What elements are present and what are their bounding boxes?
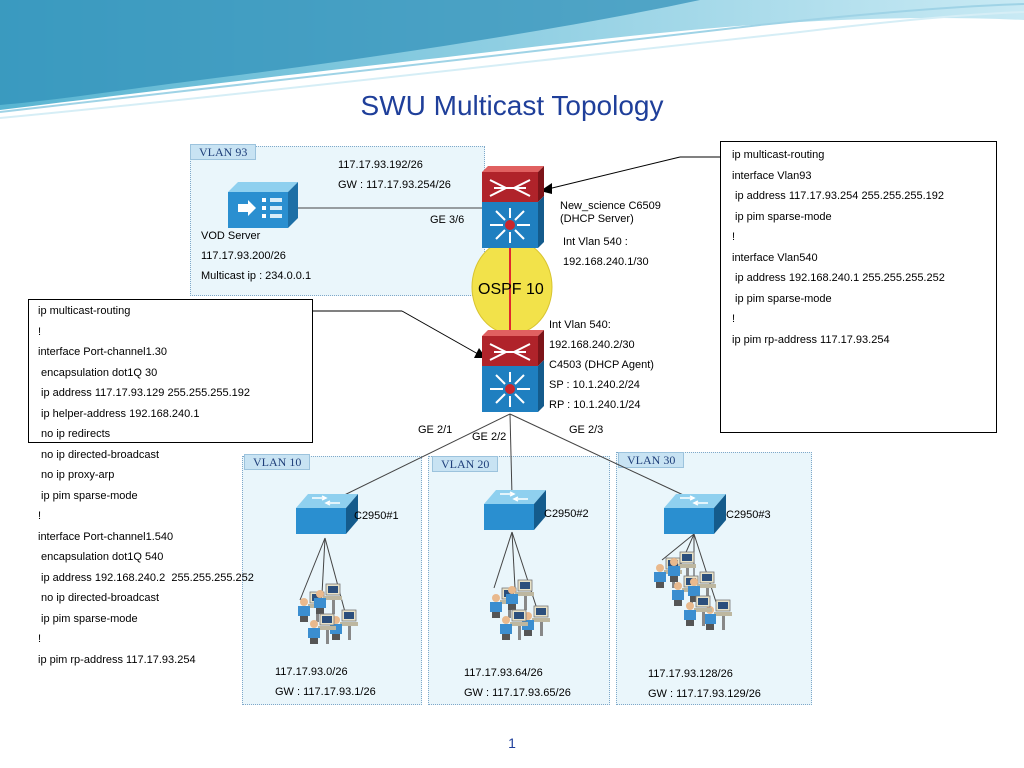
c6509-int-label: Int Vlan 540 :: [563, 236, 628, 248]
c4503-config-box: [28, 299, 313, 443]
vlan30-gateway: GW : 117.17.93.129/26: [648, 688, 761, 700]
config-line: ip address 192.168.240.2 255.255.255.252: [38, 571, 254, 584]
link-ge22: GE 2/2: [472, 431, 507, 443]
vlan30-tag: VLAN 30: [618, 452, 685, 468]
config-line: ip helper-address 192.168.240.1: [38, 407, 200, 420]
config-line: !: [38, 325, 42, 338]
config-line: interface Port-channel1.30: [38, 346, 168, 358]
vod-server-ip: 117.17.93.200/26: [201, 250, 286, 262]
vlan10-subnet: 117.17.93.0/26: [275, 666, 348, 678]
c4503-sp: SP : 10.1.240.2/24: [549, 379, 640, 391]
c6509-router-icon: [482, 166, 544, 248]
config-line: ip address 117.17.93.129 255.255.255.192: [38, 387, 251, 399]
vlan93-tag: VLAN 93: [190, 144, 257, 160]
c6509-name: New_science C6509: [560, 200, 661, 212]
c4503-int-label: Int Vlan 540:: [549, 319, 611, 331]
config-line: !: [38, 510, 42, 522]
vlan10-pc-group-icon: [297, 583, 359, 645]
config-line: ip pim sparse-mode: [732, 210, 832, 223]
config-line: ip pim rp-address 117.17.93.254: [38, 653, 196, 666]
vlan20-tag: VLAN 20: [432, 456, 499, 472]
config-line: encapsulation dot1Q 540: [38, 551, 164, 563]
config-line: ip multicast-routing: [732, 149, 825, 161]
config-line: ip address 117.17.93.254 255.255.255.192: [732, 190, 945, 202]
config-line: ip multicast-routing: [38, 305, 131, 317]
switch2-label: C2950#2: [544, 508, 589, 520]
vod-multicast-ip: Multicast ip : 234.0.0.1: [201, 270, 312, 282]
c4503-rp: RP : 10.1.240.1/24: [549, 399, 641, 411]
c4503-router-icon: [482, 330, 544, 412]
vlan10-tag: VLAN 10: [244, 454, 311, 470]
config-line: ip pim sparse-mode: [38, 489, 138, 502]
config-line: ip pim sparse-mode: [732, 292, 832, 305]
config-line: !: [38, 633, 42, 645]
config-line: encapsulation dot1Q 30: [38, 366, 158, 379]
c4503-name: C4503 (DHCP Agent): [549, 359, 654, 371]
c6509-role: (DHCP Server): [560, 213, 634, 225]
vlan20-subnet: 117.17.93.64/26: [464, 667, 543, 679]
config-line: ip address 192.168.240.1 255.255.255.252: [732, 272, 945, 284]
vlan10-gateway: GW : 117.17.93.1/26: [275, 686, 376, 698]
config-line: no ip directed-broadcast: [38, 448, 160, 461]
config-line: interface Vlan540: [732, 251, 818, 264]
vlan20-pc-group-icon: [489, 579, 551, 641]
vod-server-icon: [228, 182, 298, 228]
config-line: !: [732, 231, 736, 243]
link-ge36: GE 3/6: [430, 214, 465, 226]
link-ge23: GE 2/3: [569, 424, 604, 436]
config-line: no ip proxy-arp: [38, 469, 115, 481]
config-line: ip pim rp-address 117.17.93.254: [732, 333, 890, 346]
c2950-2-switch-icon: [484, 490, 546, 530]
config-line: ip pim sparse-mode: [38, 612, 138, 625]
c2950-1-switch-icon: [296, 494, 358, 534]
vlan20-gateway: GW : 117.17.93.65/26: [464, 687, 571, 699]
vod-server-name: VOD Server: [201, 230, 261, 242]
c6509-int-ip: 192.168.240.1/30: [563, 256, 649, 268]
page-title: SWU Multicast Topology: [360, 90, 664, 121]
switch3-label: C2950#3: [726, 509, 771, 521]
c6509-config-box: [720, 141, 997, 433]
config-line: no ip redirects: [38, 428, 111, 440]
vlan93-gateway: GW : 117.17.93.254/26: [338, 179, 451, 191]
header-wave-decoration: [0, 0, 1024, 119]
vlan30-pc-group-icon: [653, 551, 733, 631]
switch1-label: C2950#1: [354, 510, 399, 522]
c4503-int-ip: 192.168.240.2/30: [549, 339, 635, 351]
vlan93-subnet: 117.17.93.192/26: [338, 159, 423, 171]
c2950-3-switch-icon: [664, 494, 726, 534]
vlan30-subnet: 117.17.93.128/26: [648, 668, 733, 680]
config-line: no ip directed-broadcast: [38, 592, 160, 604]
page-number: 1: [508, 735, 516, 751]
link-ge21: GE 2/1: [418, 424, 453, 436]
config-line: interface Port-channel1.540: [38, 530, 174, 543]
ospf-label: OSPF 10: [478, 281, 544, 298]
config-line: interface Vlan93: [732, 169, 812, 182]
config-line: !: [732, 313, 736, 325]
